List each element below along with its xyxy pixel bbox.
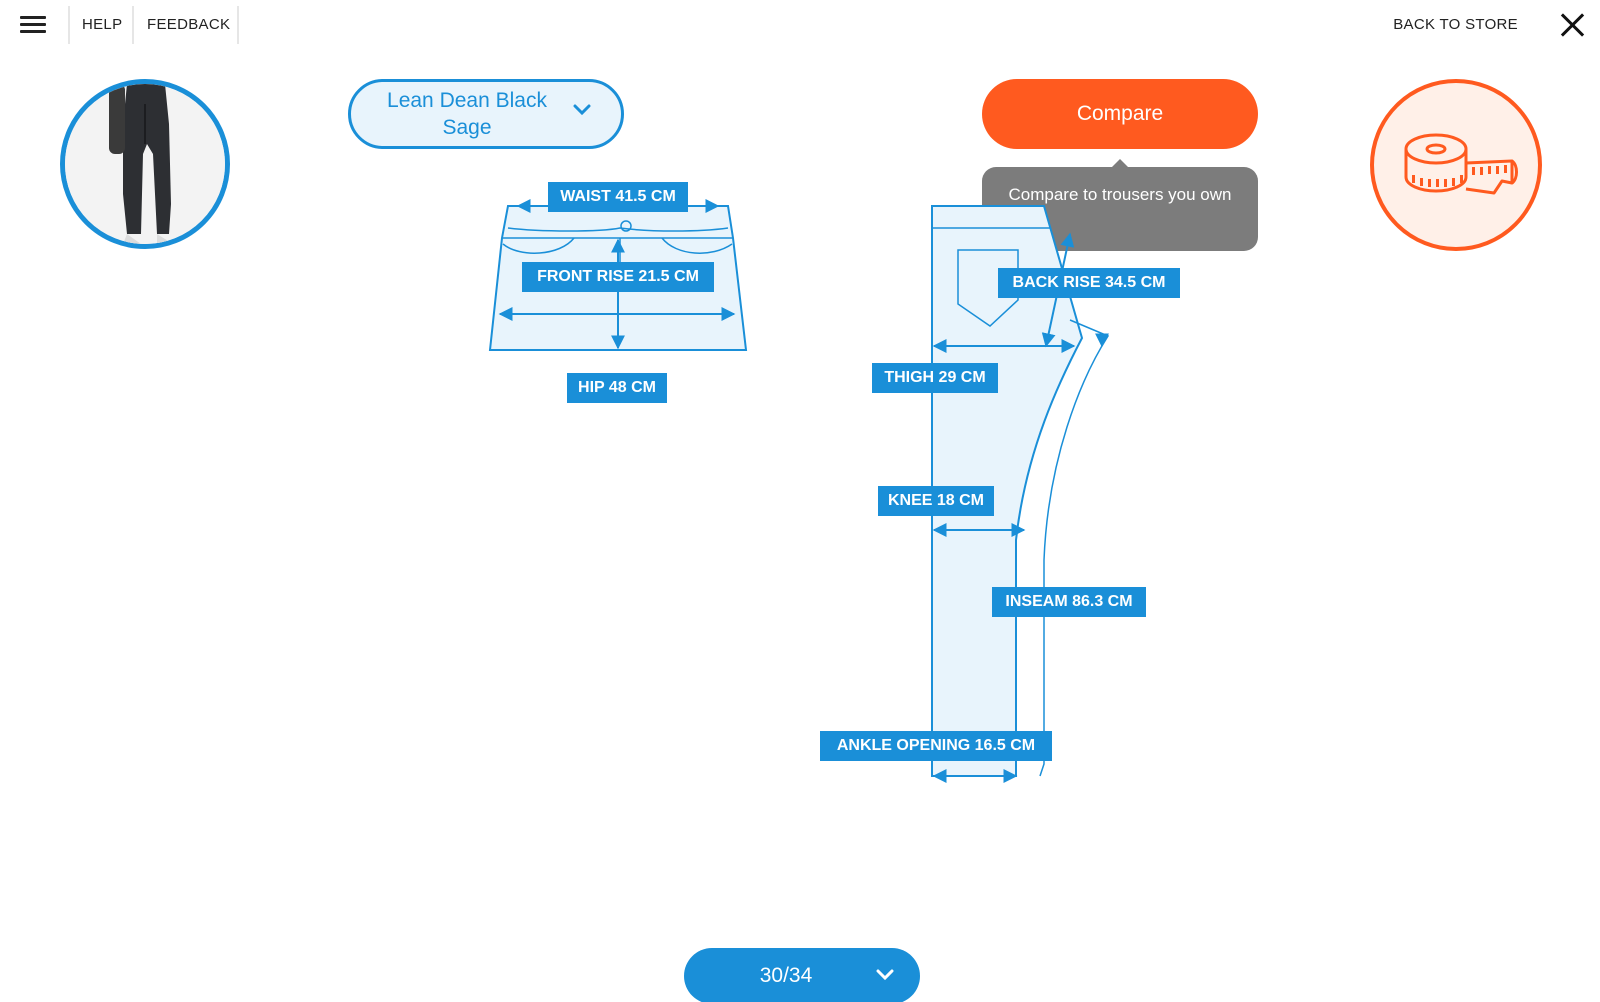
size-value: 30/34	[759, 964, 813, 987]
top-bar: HELP FEEDBACK BACK TO STORE	[0, 0, 1600, 48]
jeans-model-photo	[65, 84, 225, 244]
divider	[132, 6, 134, 44]
divider	[68, 6, 70, 44]
inseam-label: INSEAM 86.3 CM	[992, 587, 1146, 617]
ankle-opening-label: ANKLE OPENING 16.5 CM	[820, 731, 1052, 761]
close-icon[interactable]	[1560, 12, 1586, 38]
waist-label: WAIST 41.5 CM	[548, 182, 688, 212]
measure-button[interactable]	[1370, 79, 1542, 251]
compare-tooltip: Compare to trousers you own	[982, 159, 1258, 251]
help-link[interactable]: HELP	[82, 16, 123, 33]
size-dropdown[interactable]: 30/34	[684, 948, 920, 1002]
front-rise-label: FRONT RISE 21.5 CM	[522, 262, 714, 292]
chevron-down-icon	[876, 969, 894, 981]
knee-label: KNEE 18 CM	[878, 486, 994, 516]
back-rise-label: BACK RISE 34.5 CM	[998, 268, 1180, 298]
chevron-down-icon	[573, 104, 591, 116]
divider	[237, 6, 239, 44]
menu-icon[interactable]	[14, 10, 50, 40]
style-name: Lean Dean Black Sage	[387, 89, 547, 139]
tape-measure-icon	[1404, 133, 1518, 195]
style-dropdown[interactable]: Lean Dean Black Sage	[348, 79, 624, 149]
thigh-label: THIGH 29 CM	[872, 363, 998, 393]
compare-button[interactable]: Compare	[982, 79, 1258, 149]
feedback-link[interactable]: FEEDBACK	[147, 16, 231, 33]
back-to-store-link[interactable]: BACK TO STORE	[1393, 16, 1518, 33]
hip-label: HIP 48 CM	[567, 373, 667, 403]
product-avatar[interactable]	[60, 79, 230, 249]
